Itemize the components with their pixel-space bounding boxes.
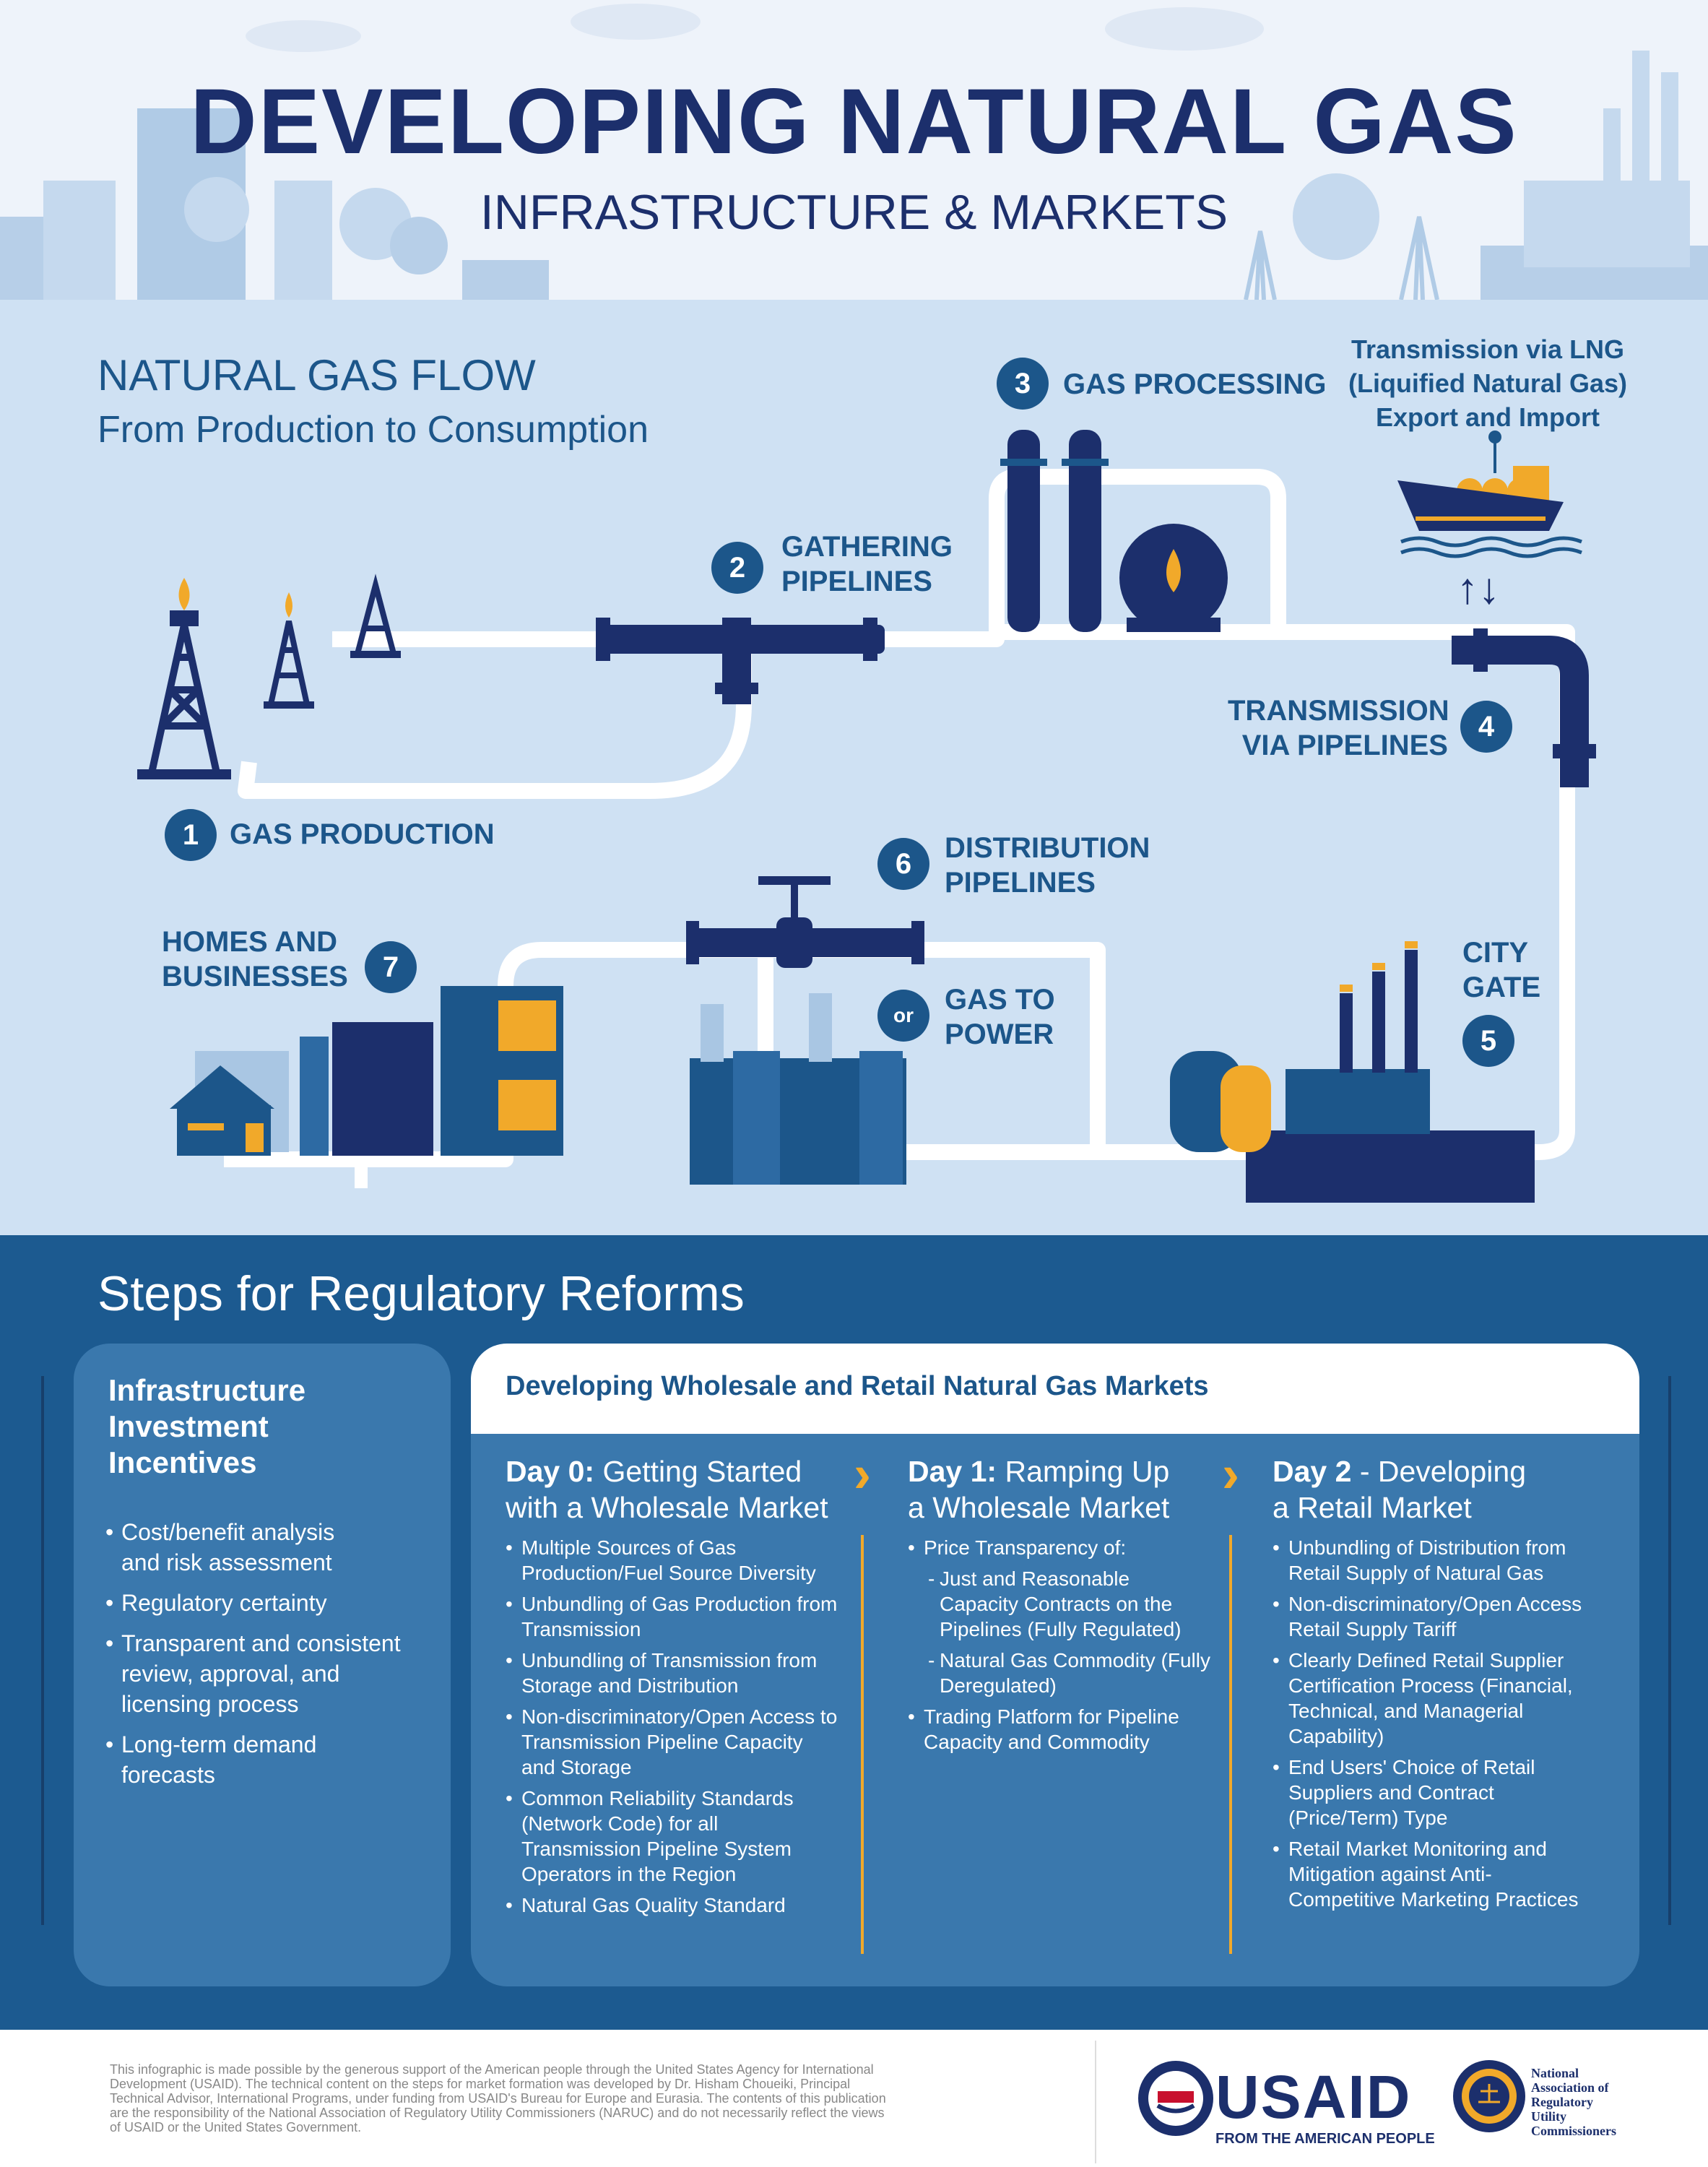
list-item: Unbundling of Gas Production from Transm…	[506, 1591, 838, 1642]
reforms-title: Steps for Regulatory Reforms	[97, 1266, 745, 1321]
oil-derrick-icon	[137, 578, 231, 779]
flow-subtitle: From Production to Consumption	[97, 409, 649, 451]
day-2-list: Unbundling of Distribution from Retail S…	[1273, 1535, 1598, 1918]
step-7-label: HOMES AND BUSINESSES	[162, 926, 348, 992]
day-1-heading: Day 1: Ramping Up a Wholesale Market	[908, 1455, 1170, 1524]
list-item: Trading Platform for Pipeline Capacity a…	[908, 1704, 1211, 1755]
distribution-valve-icon	[686, 876, 924, 968]
list-item: Regulatory certainty	[105, 1588, 438, 1618]
footer: This infographic is made possible by the…	[0, 2030, 1708, 2167]
list-item: Transparent and consistent review, appro…	[105, 1628, 438, 1719]
gas-to-power-label: GAS TO POWER	[945, 984, 1055, 1050]
list-item: Non-discriminatory/Open Access to Transm…	[506, 1704, 838, 1780]
chevron-right-icon: ›	[1222, 1445, 1239, 1503]
homes-businesses-icon	[170, 986, 563, 1156]
incentives-list: Cost/benefit analysis and risk assessmen…	[105, 1517, 438, 1800]
usaid-wordmark: USAID	[1215, 2063, 1412, 2131]
step-2-label: GATHERING PIPELINES	[781, 531, 953, 597]
list-item: Unbundling of Transmission from Storage …	[506, 1648, 838, 1698]
gas-processing-plant-icon	[1000, 430, 1228, 632]
list-item: Long-term demand forecasts	[105, 1729, 438, 1790]
step-3-badge: 3	[997, 358, 1049, 410]
gas-flow-section: NATURAL GAS FLOW From Production to Cons…	[0, 300, 1708, 1235]
oil-derrick-icon	[350, 574, 401, 658]
gathering-pipe-icon	[596, 618, 885, 704]
day-0-heading: Day 0: Getting Started with a Wholesale …	[506, 1455, 828, 1524]
panel-header: Developing Wholesale and Retail Natural …	[471, 1344, 1639, 1434]
list-item: Price Transparency of:	[908, 1535, 1211, 1560]
oil-derrick-icon	[264, 592, 314, 709]
list-subitem: Just and Reasonable Capacity Contracts o…	[908, 1566, 1211, 1642]
step-6-label: DISTRIBUTION PIPELINES	[945, 832, 1150, 899]
lng-label: Transmission via LNG (Liquified Natural …	[1348, 334, 1628, 432]
column-divider	[861, 1535, 864, 1954]
import-export-arrows-icon: ↑↓	[1457, 564, 1500, 613]
list-item: Unbundling of Distribution from Retail S…	[1273, 1535, 1598, 1586]
day-2-heading: Day 2 - Developing a Retail Market	[1273, 1455, 1527, 1524]
usaid-seal-icon	[1138, 2061, 1213, 2136]
page-subtitle: INFRASTRUCTURE & MARKETS	[480, 185, 1228, 240]
step-1-label: GAS PRODUCTION	[230, 818, 495, 850]
page-title: DEVELOPING NATURAL GAS	[190, 70, 1518, 173]
list-item: Natural Gas Quality Standard	[506, 1893, 838, 1918]
step-4-badge: 4	[1460, 701, 1512, 753]
panel-heading: Infrastructure Investment Incentives	[108, 1373, 306, 1479]
infrastructure-incentives-panel: Infrastructure Investment Incentives Cos…	[74, 1344, 451, 1986]
step-2-badge: 2	[711, 542, 763, 594]
divider	[1668, 1376, 1671, 1925]
naruc-name: National Association of Regulatory Utili…	[1531, 2066, 1616, 2138]
day-1-list: Price Transparency of: Just and Reasonab…	[908, 1535, 1211, 1760]
step-4-label: TRANSMISSION VIA PIPELINES	[1228, 695, 1449, 761]
naruc-seal-icon	[1453, 2060, 1525, 2132]
city-gate-facility-icon	[1170, 941, 1535, 1203]
list-item: Cost/benefit analysis and risk assessmen…	[105, 1517, 438, 1578]
list-item: Non-discriminatory/Open Access Retail Su…	[1273, 1591, 1598, 1642]
power-plant-icon	[690, 993, 906, 1185]
step-6-badge: 6	[877, 838, 929, 890]
list-subitem: Natural Gas Commodity (Fully Deregulated…	[908, 1648, 1211, 1698]
panel-heading: Developing Wholesale and Retail Natural …	[506, 1371, 1209, 1401]
list-item: End Users' Choice of Retail Suppliers an…	[1273, 1755, 1598, 1830]
list-item: Clearly Defined Retail Supplier Certific…	[1273, 1648, 1598, 1749]
flow-diagram	[137, 430, 1596, 1203]
flow-title: NATURAL GAS FLOW	[97, 351, 536, 399]
usaid-tagline: FROM THE AMERICAN PEOPLE	[1215, 2131, 1435, 2147]
transmission-pipe-icon	[1452, 628, 1596, 787]
markets-panel: Developing Wholesale and Retail Natural …	[471, 1344, 1639, 1986]
divider	[41, 1376, 44, 1925]
step-1-badge: 1	[165, 809, 217, 861]
step-7-badge: 7	[365, 941, 417, 993]
usaid-logo: USAID FROM THE AMERICAN PEOPLE	[1096, 2041, 1461, 2167]
skyline-illustration	[0, 4, 1708, 300]
or-badge: or	[877, 990, 929, 1042]
list-item: Retail Market Monitoring and Mitigation …	[1273, 1836, 1598, 1912]
divider	[1095, 2041, 1096, 2163]
day-0-list: Multiple Sources of Gas Production/Fuel …	[506, 1535, 838, 1924]
step-3-label: GAS PROCESSING	[1063, 368, 1327, 400]
chevron-right-icon: ›	[854, 1445, 871, 1503]
step-5-badge: 5	[1462, 1015, 1514, 1067]
column-divider	[1229, 1535, 1232, 1954]
disclaimer-text: This infographic is made possible by the…	[110, 2062, 886, 2134]
regulatory-reforms-section: Steps for Regulatory Reforms Infrastruct…	[0, 1235, 1708, 2030]
list-item: Multiple Sources of Gas Production/Fuel …	[506, 1535, 838, 1586]
header: DEVELOPING NATURAL GAS INFRASTRUCTURE & …	[0, 0, 1708, 300]
step-5-label: CITY GATE	[1462, 937, 1541, 1003]
lng-ship-icon	[1397, 431, 1582, 558]
list-item: Common Reliability Standards (Network Co…	[506, 1786, 838, 1887]
